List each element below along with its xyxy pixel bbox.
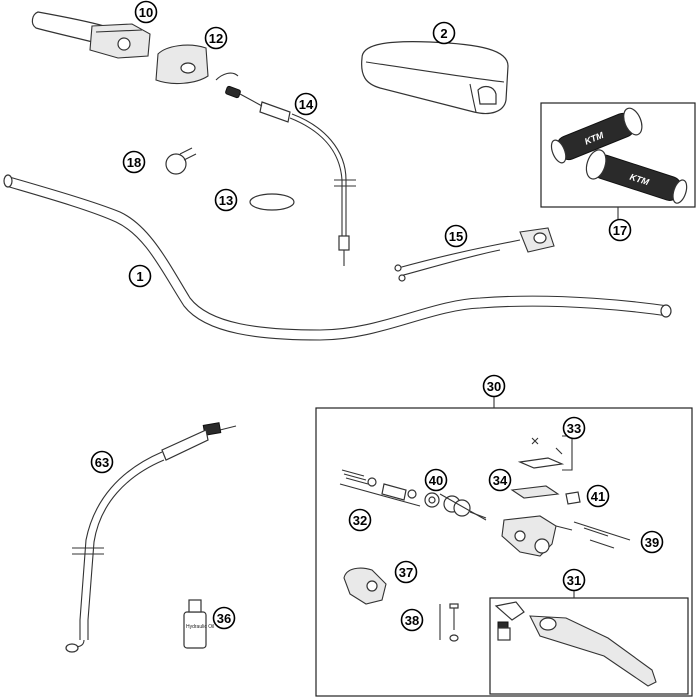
clutch-assembly-group bbox=[315, 394, 693, 697]
callout-number: 2 bbox=[440, 26, 447, 41]
callout-part-17: 17 bbox=[608, 218, 632, 242]
callout-part-36: 36 bbox=[212, 606, 236, 630]
callout-circle bbox=[562, 416, 586, 440]
adjust-screw-drawing bbox=[565, 491, 581, 505]
o-ring-drawing bbox=[249, 193, 295, 211]
callout-circle bbox=[122, 150, 146, 174]
callout-part-2: 2 bbox=[432, 21, 456, 45]
callout-circle bbox=[212, 606, 236, 630]
callout-circle bbox=[214, 188, 238, 212]
callout-number: 31 bbox=[567, 573, 581, 588]
callout-number: 30 bbox=[487, 379, 501, 394]
callout-number: 34 bbox=[493, 473, 508, 488]
callout-number: 37 bbox=[399, 565, 413, 580]
callout-part-38: 38 bbox=[400, 608, 424, 632]
callout-number: 32 bbox=[353, 513, 367, 528]
callout-number: 17 bbox=[613, 223, 627, 238]
callout-part-14: 14 bbox=[294, 92, 318, 116]
callout-part-1: 1 bbox=[128, 264, 152, 288]
callout-part-33: 33 bbox=[562, 416, 586, 440]
callout-number: 41 bbox=[591, 489, 605, 504]
handlebar-drawing bbox=[3, 174, 672, 341]
diaphragm-drawing bbox=[510, 485, 560, 499]
callout-number: 63 bbox=[95, 455, 109, 470]
callout-circle bbox=[562, 568, 586, 592]
callout-part-34: 34 bbox=[488, 468, 512, 492]
callout-part-13: 13 bbox=[214, 188, 238, 212]
piston-kit-drawing bbox=[339, 469, 440, 508]
callout-number: 39 bbox=[645, 535, 659, 550]
cable-clamp-drawing bbox=[165, 147, 197, 175]
callout-circle bbox=[432, 21, 456, 45]
callout-number: 36 bbox=[217, 611, 231, 626]
callout-circle bbox=[394, 560, 418, 584]
callout-part-12: 12 bbox=[204, 26, 228, 50]
master-cylinder-drawing bbox=[501, 515, 573, 557]
callout-circle bbox=[444, 224, 468, 248]
callout-part-63: 63 bbox=[90, 450, 114, 474]
svg-text:Hydraulic Oil: Hydraulic Oil bbox=[186, 624, 214, 630]
callout-number: 15 bbox=[449, 229, 463, 244]
callout-part-39: 39 bbox=[640, 530, 664, 554]
callout-circle bbox=[608, 218, 632, 242]
callout-circle bbox=[204, 26, 228, 50]
callout-number: 33 bbox=[567, 421, 581, 436]
callout-part-18: 18 bbox=[122, 150, 146, 174]
grip-set-drawing: KTM KTM bbox=[540, 102, 696, 222]
callout-part-32: 32 bbox=[348, 508, 372, 532]
handlebar-pad-drawing bbox=[361, 41, 509, 115]
kill-switch-drawing bbox=[394, 227, 555, 282]
callout-circle bbox=[488, 468, 512, 492]
callout-part-15: 15 bbox=[444, 224, 468, 248]
callout-number: 10 bbox=[139, 5, 153, 20]
throttle-cover-drawing bbox=[155, 44, 209, 85]
callout-circle bbox=[400, 608, 424, 632]
callout-circle bbox=[90, 450, 114, 474]
clutch-lever-drawing bbox=[489, 588, 689, 695]
callout-circle bbox=[294, 92, 318, 116]
clamp-drawing bbox=[343, 567, 387, 605]
reservoir-cover-drawing bbox=[517, 435, 573, 471]
callout-circle bbox=[640, 530, 664, 554]
callout-part-10: 10 bbox=[134, 0, 158, 24]
callout-part-31: 31 bbox=[562, 568, 586, 592]
callout-number: 38 bbox=[405, 613, 419, 628]
callout-circle bbox=[348, 508, 372, 532]
throttle-tube-drawing bbox=[31, 11, 151, 59]
callout-circle bbox=[482, 374, 506, 398]
screw-set-drawing bbox=[439, 603, 459, 642]
callout-number: 12 bbox=[209, 31, 223, 46]
callout-part-41: 41 bbox=[586, 484, 610, 508]
callout-circle bbox=[134, 0, 158, 24]
callout-part-37: 37 bbox=[394, 560, 418, 584]
pivot-bush-drawing bbox=[439, 493, 487, 521]
callout-number: 13 bbox=[219, 193, 233, 208]
callout-circle bbox=[586, 484, 610, 508]
callout-number: 18 bbox=[127, 155, 141, 170]
callout-circle bbox=[128, 264, 152, 288]
callout-number: 1 bbox=[136, 269, 143, 284]
oil-bottle-drawing: Hydraulic Oil bbox=[183, 599, 214, 649]
callout-part-40: 40 bbox=[424, 468, 448, 492]
clutch-line-drawing bbox=[65, 422, 237, 653]
throttle-cable-drawing bbox=[215, 72, 356, 266]
callout-number: 14 bbox=[299, 97, 314, 112]
callout-circle bbox=[424, 468, 448, 492]
callout-number: 40 bbox=[429, 473, 443, 488]
pin-set-drawing bbox=[573, 521, 631, 549]
callout-part-30: 30 bbox=[482, 374, 506, 398]
